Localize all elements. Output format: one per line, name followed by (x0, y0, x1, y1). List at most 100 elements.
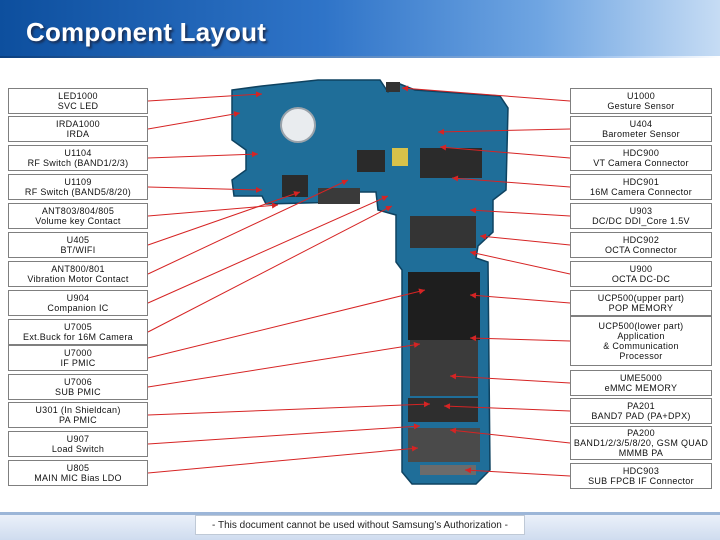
leader-arrowhead (402, 85, 409, 92)
callout-text: MMMB PA (618, 448, 664, 458)
leader-line (147, 153, 259, 159)
leader-arrowhead (255, 91, 262, 98)
leader-arrowhead (418, 288, 425, 295)
leader-arrowhead (293, 191, 300, 197)
callout-text: SUB FPCB IF Connector (588, 476, 694, 486)
leader-arrowhead (440, 144, 447, 151)
callout-text: DC/DC DDI_Core 1.5V (592, 216, 690, 226)
leader-arrowhead (444, 403, 451, 410)
leader-line (147, 191, 301, 246)
callout-text: Ext.Buck for 16M Camera (23, 332, 133, 342)
leader-line (401, 87, 571, 102)
callout-text: BAND1/2/3/5/8/20, GSM QUAD (573, 438, 709, 448)
callout-text: U7005 (63, 322, 93, 332)
leader-line (147, 447, 419, 474)
footer: - This document cannot be used without S… (0, 512, 720, 540)
callout-text: RF Switch (BAND5/8/20) (24, 187, 132, 197)
leader-arrowhead (480, 233, 487, 240)
leader-arrowhead (413, 341, 420, 348)
leader-line (147, 195, 389, 304)
leader-line (439, 146, 571, 159)
leader-arrowhead (381, 195, 388, 202)
right-callout-label: UCP500(lower part)Application& Communica… (570, 316, 712, 366)
leader-line (147, 343, 421, 388)
callout-text: U404 (629, 119, 653, 129)
page-title: Component Layout (26, 17, 267, 47)
callout-text: MAIN MIC Bias LDO (34, 473, 122, 483)
callout-text: LED1000 (58, 91, 98, 101)
callout-text: PA PMIC (59, 415, 97, 425)
leader-arrowhead (450, 373, 457, 380)
authorization-notice: - This document cannot be used without S… (195, 515, 525, 535)
leader-line (147, 289, 426, 359)
callout-text: U301 (In Shieldcan) (35, 405, 121, 415)
callout-text: U7000 (63, 348, 93, 358)
main-board (231, 79, 509, 485)
callout-text: PA200 (627, 428, 655, 438)
leader-line (147, 403, 431, 416)
callout-text: RF Switch (BAND1/2/3) (27, 158, 129, 168)
right-callout-label: UCP500(upper part)POP MEMORY (570, 290, 712, 316)
leader-arrowhead (470, 292, 477, 299)
callout-text: & Communication (603, 341, 679, 351)
callout-text: Vibration Motor Contact (27, 274, 129, 284)
callout-text: UCP500(lower part) (598, 321, 684, 331)
callout-text: BAND7 PAD (PA+DPX) (591, 411, 691, 421)
callout-text: SVC LED (57, 101, 99, 111)
callout-text: U907 (66, 434, 90, 444)
leader-line (147, 112, 241, 130)
leader-line (464, 469, 571, 477)
leader-line (147, 186, 263, 191)
callout-text: eMMC MEMORY (604, 383, 678, 393)
leader-line (147, 179, 349, 275)
leader-line (147, 425, 421, 445)
callout-text: U805 (66, 463, 90, 473)
callout-text: U1104 (64, 148, 92, 158)
callout-text: Processor (619, 351, 663, 361)
leader-line (451, 177, 571, 188)
leader-arrowhead (450, 427, 457, 434)
callout-text: Barometer Sensor (602, 129, 680, 139)
leader-arrowhead (452, 175, 459, 182)
callout-text: OCTA Connector (604, 245, 678, 255)
leader-line (469, 251, 571, 275)
leader-arrowhead (413, 423, 420, 430)
title-bar: Component Layout (0, 0, 720, 58)
callout-text: U405 (66, 235, 90, 245)
leader-line (449, 375, 571, 384)
leader-arrowhead (470, 335, 477, 342)
callout-text: IF PMIC (60, 358, 96, 368)
leader-line (437, 128, 571, 133)
leader-arrowhead (465, 467, 472, 474)
callout-text: Volume key Contact (35, 216, 121, 226)
callout-text: SUB PMIC (55, 387, 101, 397)
leader-arrowhead (255, 186, 262, 193)
leader-arrowhead (341, 179, 348, 186)
leader-line (443, 405, 571, 412)
callout-text: ANT800/801 (51, 264, 105, 274)
leader-line (147, 93, 263, 102)
leader-line (469, 209, 571, 217)
callout-text: U1000 (626, 91, 656, 101)
leader-arrowhead (470, 207, 477, 214)
callout-text: HDC901 (622, 177, 660, 187)
